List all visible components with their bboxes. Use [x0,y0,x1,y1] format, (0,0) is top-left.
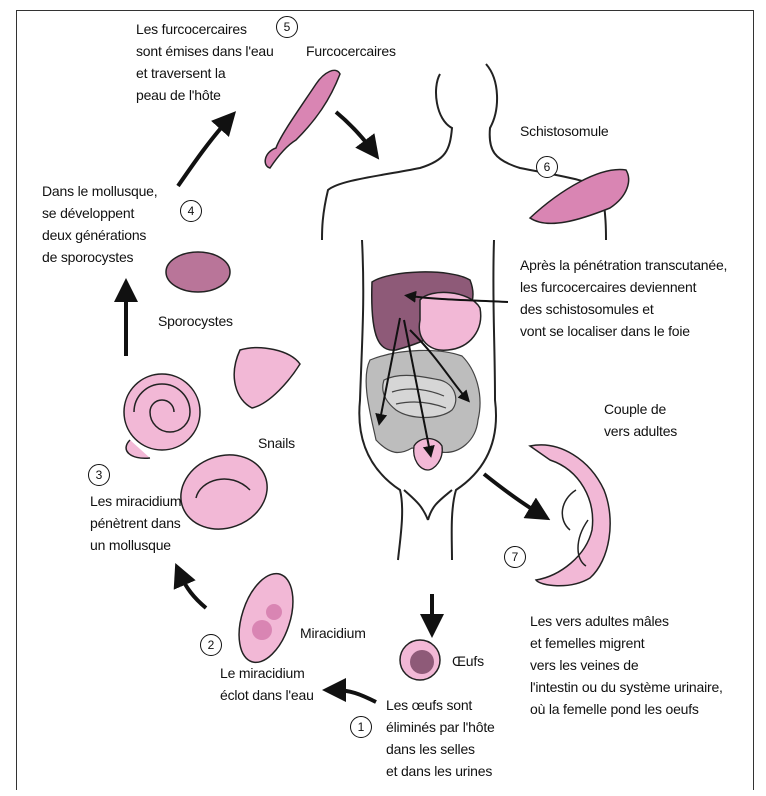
sporocyst-figure [166,252,230,292]
miracidium-figure [229,567,303,669]
step-3-text: Les miracidium pénètrent dans un mollusq… [90,490,181,556]
adult-worms-figure [530,445,610,586]
step-1-number: 1 [350,716,372,738]
egg-figure [400,640,440,680]
step-3-number: 3 [88,464,110,486]
step-4-text: Dans le mollusque, se développent deux g… [42,180,157,268]
couple-label: Couple de vers adultes [604,398,677,442]
step-5-text: Les furcocercaires sont émises dans l'ea… [136,18,274,106]
step-7-text: Les vers adultes mâles et femelles migre… [530,610,723,720]
step-2-number: 2 [200,634,222,656]
step-4-number: 4 [180,200,202,222]
furcocercaires-label: Furcocercaires [306,40,396,62]
sporocystes-label: Sporocystes [158,310,233,332]
step-7-number: 7 [504,546,526,568]
eggs-label: Œufs [452,650,484,672]
step-6-text: Après la pénétration transcutanée, les f… [520,254,727,342]
snails-label: Snails [258,432,295,454]
step-1-text: Les œufs sont éliminés par l'hôte dans l… [386,694,495,782]
furcocercaria-figure [265,70,340,168]
miracidium-label: Miracidium [300,622,366,644]
schistosomule-label: Schistosomule [520,120,608,142]
step-6-number: 6 [536,156,558,178]
step-5-number: 5 [276,16,298,38]
step-2-text: Le miracidium éclot dans l'eau [220,662,314,706]
